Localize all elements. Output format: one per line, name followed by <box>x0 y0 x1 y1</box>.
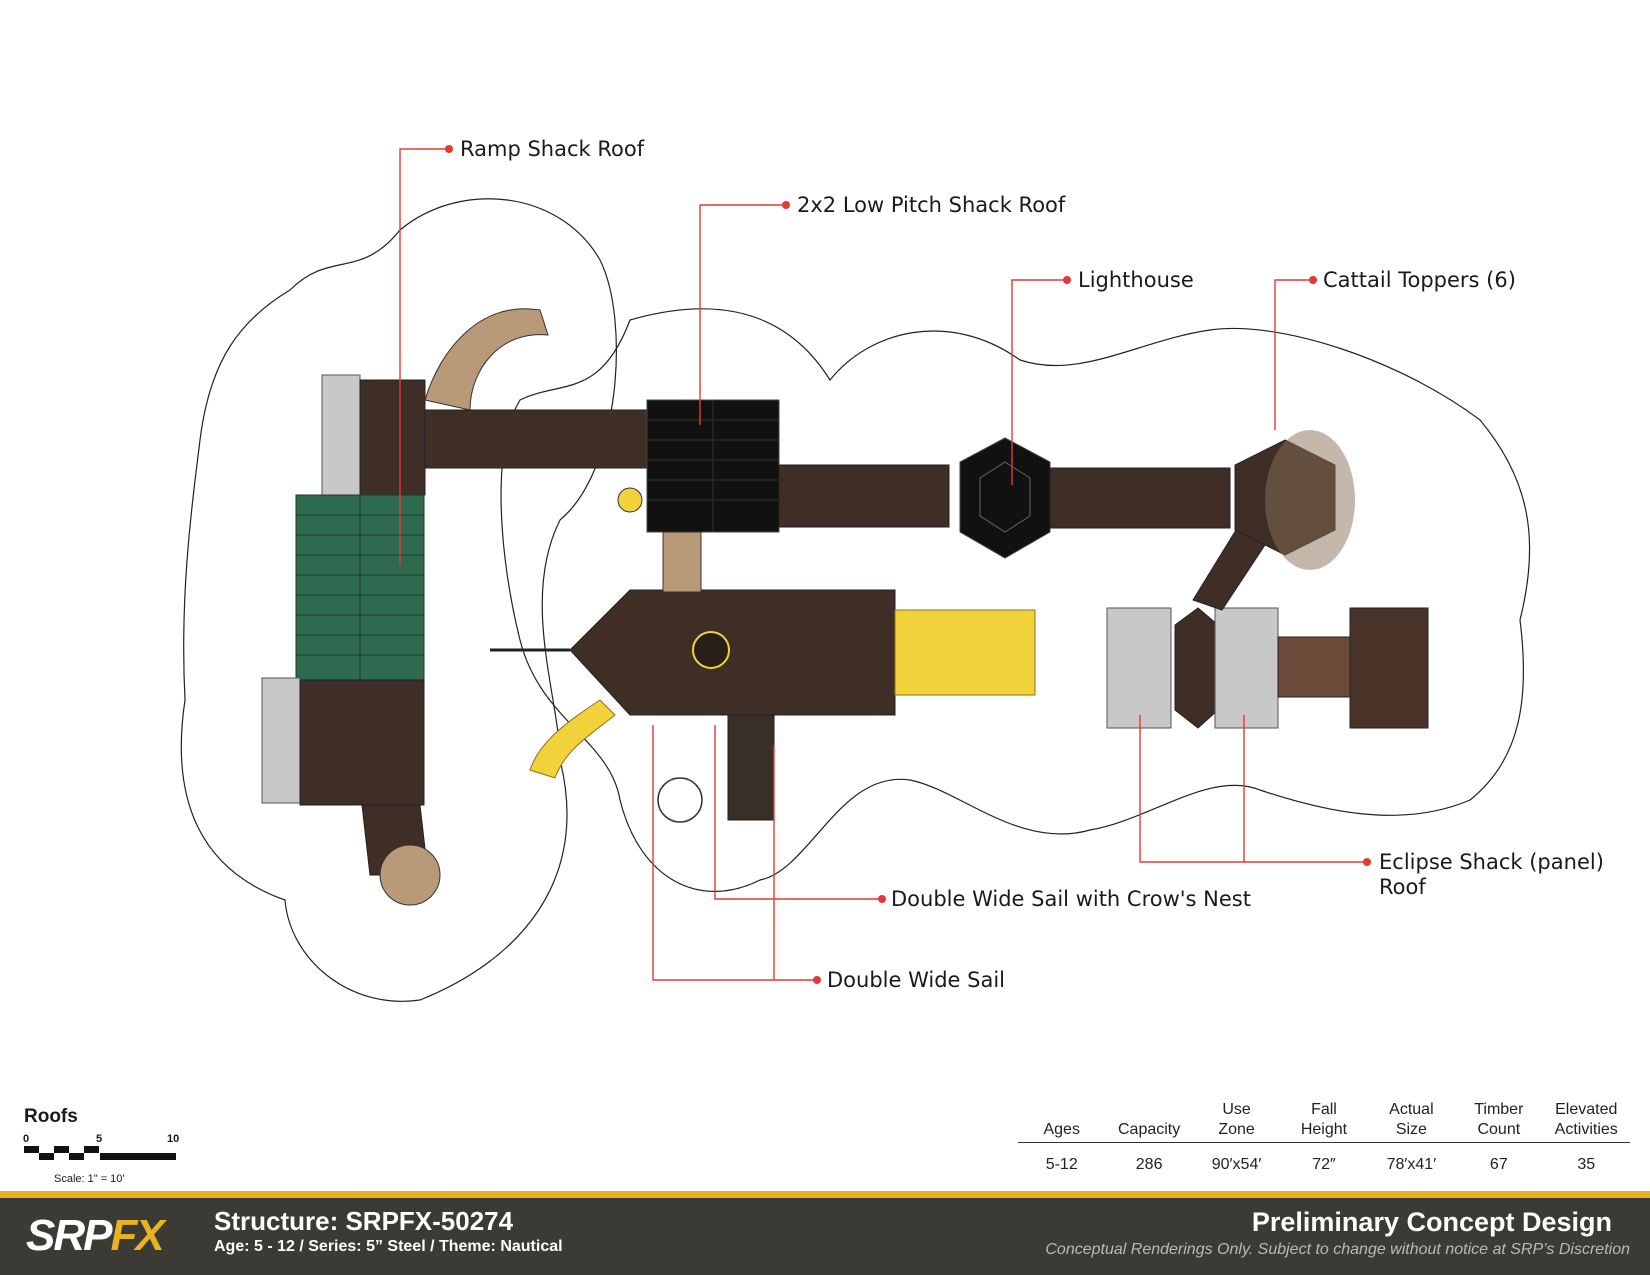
ladder-down <box>727 714 775 821</box>
scale-bar <box>24 1146 176 1160</box>
use-zone-center <box>500 308 1531 892</box>
eclipse-steps-left <box>1106 607 1172 729</box>
steering-wheel <box>617 487 643 513</box>
spec-value-ages: 5-12 <box>1045 1156 1078 1173</box>
spec-header-capacity: Capacity <box>1118 1121 1181 1138</box>
leader-low-pitch <box>699 204 786 425</box>
logo-fx: FX <box>110 1211 164 1260</box>
spec-header-elevated-activities: Elevated Activities <box>1554 1101 1618 1138</box>
leader-ramp-shack <box>399 148 449 565</box>
eclipse-shack-roof <box>1349 607 1429 729</box>
eclipse-deck-hex <box>1174 607 1219 729</box>
leader-eclipse <box>1139 715 1245 863</box>
tan-curved-slide <box>424 308 549 411</box>
callout-eclipse-shack-line1: Eclipse Shack (panel) <box>1379 850 1604 874</box>
logo-srp: SRP <box>26 1211 112 1260</box>
footer-stripe <box>0 1191 1650 1198</box>
ship-bow-deck <box>569 589 896 716</box>
spec-value-actual-size: 78′x41′ <box>1386 1156 1437 1173</box>
use-zone-left <box>180 198 617 1002</box>
accessible-symbol <box>657 777 703 823</box>
upper-bridge <box>424 409 648 469</box>
callout-ramp-shack-roof: Ramp Shack Roof <box>460 137 645 161</box>
yellow-curved-slide <box>529 699 616 779</box>
view-title: Roofs <box>24 1106 78 1127</box>
spec-value-fall-height: 72″ <box>1312 1156 1336 1173</box>
spec-value-elevated-activities: 35 <box>1577 1156 1596 1173</box>
callout-double-wide-sail-crows-nest: Double Wide Sail with Crow's Nest <box>891 887 1251 911</box>
ramp-shack-deck <box>359 379 426 496</box>
eclipse-steps-right <box>1214 607 1279 729</box>
mid-bridge <box>778 464 950 528</box>
spec-header-use-zone: Use Zone <box>1218 1101 1255 1138</box>
spec-value-timber-count: 67 <box>1489 1156 1508 1173</box>
leader-crows-nest <box>714 725 882 900</box>
spec-value-capacity: 286 <box>1135 1156 1163 1173</box>
left-lower-deck <box>299 679 425 806</box>
design-label: Preliminary Concept Design <box>1251 1207 1612 1237</box>
srpfx-logo: SRPFX <box>26 1206 165 1266</box>
right-tower-shadow <box>1265 430 1355 570</box>
scale-tick-0: 0 <box>23 1133 30 1145</box>
crows-nest <box>692 631 730 669</box>
spec-header-timber-count: Timber Count <box>1474 1101 1524 1138</box>
steps-left-top <box>321 374 361 496</box>
leader-cattail <box>1274 279 1313 430</box>
scale-text: Scale: 1" = 10' <box>54 1173 125 1185</box>
eclipse-bridge <box>1277 636 1351 698</box>
yellow-slides <box>894 609 1036 696</box>
spec-header-actual-size: Actual Size <box>1389 1101 1434 1138</box>
callout-double-wide-sail: Double Wide Sail <box>827 968 1006 992</box>
callout-lighthouse: Lighthouse <box>1078 268 1194 292</box>
structure-title: Structure: SRPFX-50274 <box>214 1206 514 1236</box>
spec-value-row: 5-12 286 90′x54′ 72″ 78′x41′ 67 35 <box>1018 1155 1630 1175</box>
diagonal-bridge <box>1192 529 1266 611</box>
callout-low-pitch-shack-roof: 2x2 Low Pitch Shack Roof <box>797 193 1066 217</box>
disclaimer: Conceptual Renderings Only. Subject to c… <box>1045 1241 1630 1258</box>
callout-eclipse-shack-line2: Roof <box>1379 875 1426 899</box>
right-bridge <box>1049 467 1231 529</box>
lighthouse-roof <box>959 437 1051 559</box>
spec-table: Ages Capacity Use Zone Fall Height Actua… <box>1018 1098 1630 1175</box>
mast-post <box>662 531 702 593</box>
callout-cattail-toppers: Cattail Toppers (6) <box>1323 268 1516 292</box>
scale-tick-5: 5 <box>96 1133 103 1145</box>
steps-left-bottom <box>261 677 301 804</box>
spec-header-ages: Ages <box>1043 1121 1080 1138</box>
structure-subtitle: Age: 5 - 12 / Series: 5” Steel / Theme: … <box>214 1238 563 1255</box>
spec-header-row: Ages Capacity Use Zone Fall Height Actua… <box>1018 1098 1630 1143</box>
scale-tick-10: 10 <box>167 1133 180 1145</box>
spec-value-use-zone: 90′x54′ <box>1211 1156 1262 1173</box>
leader-lighthouse <box>1011 279 1067 485</box>
spec-header-fall-height: Fall Height <box>1300 1101 1348 1138</box>
footer-bar: SRPFX Structure: SRPFX-50274 Age: 5 - 12… <box>0 1198 1650 1275</box>
leader-double-sail <box>652 725 817 981</box>
left-tube-end <box>379 844 441 906</box>
